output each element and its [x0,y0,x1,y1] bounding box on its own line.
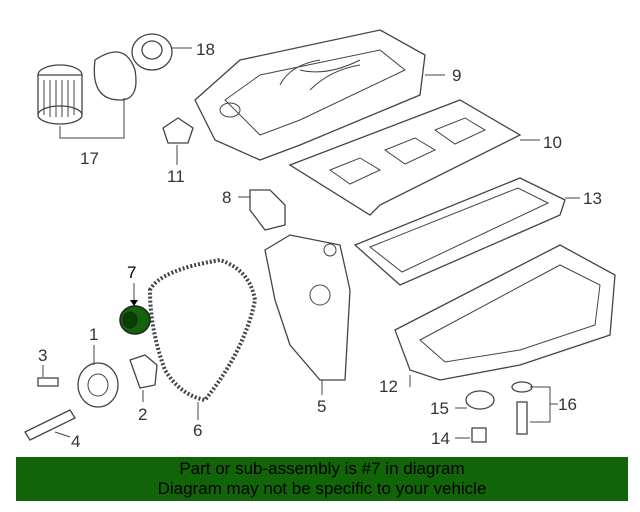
banner-line-2: Diagram may not be specific to your vehi… [157,479,487,498]
parts-diagram: 18 9 10 17 11 8 13 7 1 3 12 16 15 2 5 6 … [24,29,616,451]
part-13-oil-pan-gasket[interactable] [353,177,580,286]
part-10-gasket[interactable] [288,99,540,216]
callout-16[interactable]: 16 [558,395,577,414]
callout-12[interactable]: 12 [379,377,398,396]
part-11-seal[interactable] [162,117,194,165]
part-17-oil-filter[interactable] [37,51,137,139]
part-9-valve-cover[interactable] [194,29,445,161]
callout-11[interactable]: 11 [167,167,185,186]
callout-14[interactable]: 14 [431,429,450,448]
callout-9[interactable]: 9 [452,66,461,85]
callout-10[interactable]: 10 [543,133,562,152]
callout-4[interactable]: 4 [71,432,80,451]
callout-17[interactable]: 17 [80,149,99,168]
callout-1[interactable]: 1 [89,325,98,344]
callout-13[interactable]: 13 [583,189,602,208]
callout-7[interactable]: 7 [127,263,136,282]
part-4-bolt[interactable] [24,409,76,441]
callout-3[interactable]: 3 [38,346,47,365]
callout-15[interactable]: 15 [430,399,449,418]
callout-2[interactable]: 2 [138,405,147,424]
part-15-seal[interactable] [455,390,495,410]
part-3-bolt[interactable] [37,365,59,387]
part-6-timing-chain[interactable] [147,257,258,420]
part-7-sprocket-highlighted[interactable] [119,283,151,335]
callout-5[interactable]: 5 [317,397,326,416]
callout-6[interactable]: 6 [193,421,202,440]
callout-8[interactable]: 8 [222,188,231,207]
part-1-damper[interactable] [77,345,119,408]
part-12-oil-pan[interactable] [394,244,616,387]
part-8-bracket[interactable] [238,189,286,231]
info-banner: Part or sub-assembly is #7 in diagram Di… [16,457,628,501]
banner-line-1: Part or sub-assembly is #7 in diagram [179,459,465,478]
callout-18[interactable]: 18 [196,40,215,59]
part-14-drain-plug[interactable] [455,427,487,443]
part-5-timing-cover[interactable] [264,234,351,395]
part-16-sensor[interactable] [511,381,558,435]
part-18-filter-cap[interactable] [131,33,192,71]
part-2-hub[interactable] [129,354,158,402]
